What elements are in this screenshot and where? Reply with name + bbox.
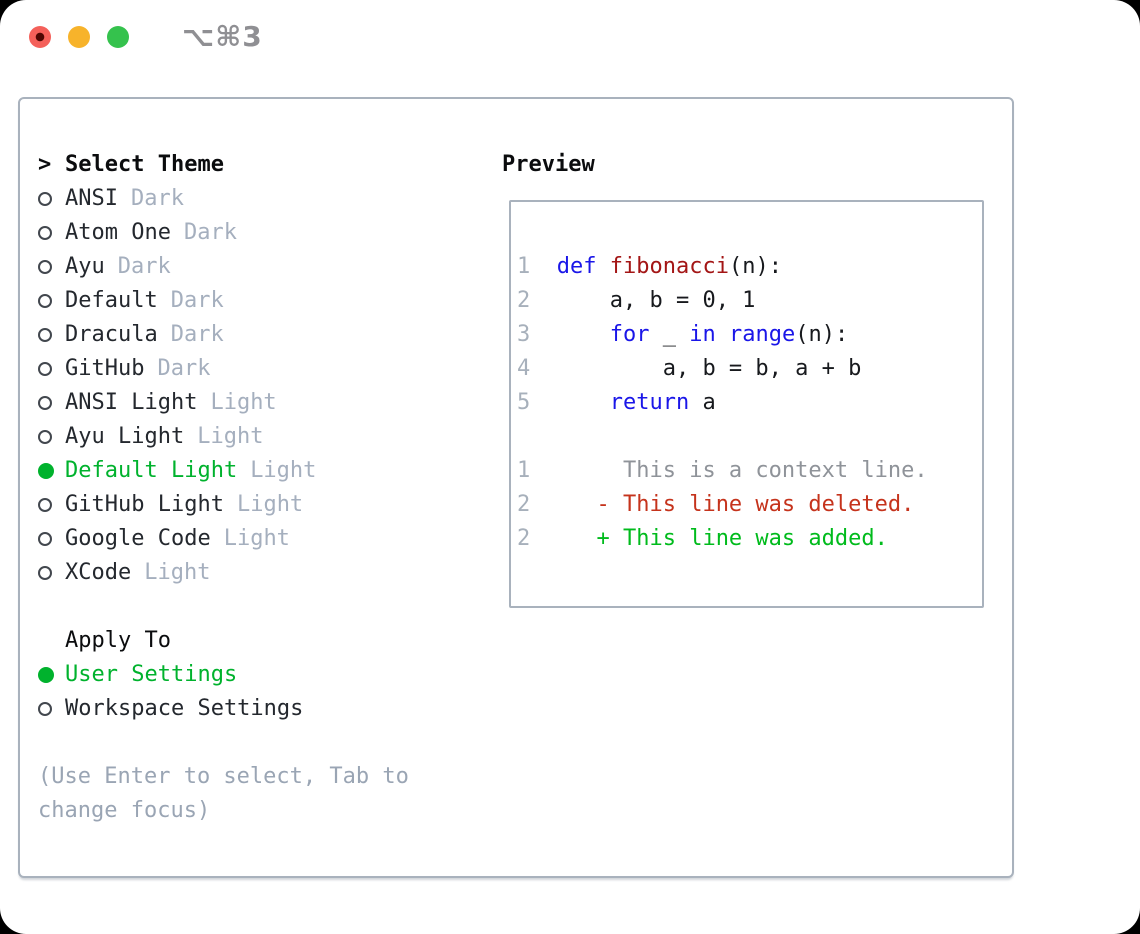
keyboard-hint-text: (Use Enter to select, Tab to change focu… xyxy=(38,764,409,823)
radio-icon xyxy=(38,420,65,454)
theme-variant-tag: Dark xyxy=(170,322,224,347)
focus-caret-icon: > xyxy=(38,152,52,177)
theme-variant-tag: Dark xyxy=(130,186,184,211)
theme-option[interactable]: Atom One Dark xyxy=(38,216,468,250)
theme-option[interactable]: Default Light Light xyxy=(38,454,468,488)
theme-variant-tag: Light xyxy=(223,526,290,551)
radio-icon xyxy=(38,386,65,420)
radio-icon xyxy=(38,556,65,590)
theme-option[interactable]: Dracula Dark xyxy=(38,318,468,352)
preview-column: Preview 1 def fibonacci(n): 2 a, b = 0, 1… xyxy=(502,148,998,828)
preview-code-line: 3 for _ in range(n): xyxy=(517,322,849,347)
radio-icon xyxy=(38,454,65,488)
theme-variant-tag: Light xyxy=(144,560,211,585)
window-titlebar: ⌥⌘3 xyxy=(29,20,263,53)
radio-icon xyxy=(38,182,65,216)
theme-name: Default xyxy=(65,288,158,313)
theme-name: GitHub Light xyxy=(65,492,224,517)
preview-code-line: 1 This is a context line. xyxy=(517,458,928,483)
theme-variant-tag: Light xyxy=(236,492,304,517)
theme-variant-tag: Dark xyxy=(183,220,237,245)
preview-code-line: 2 - This line was deleted. xyxy=(517,492,915,517)
apply-to-list: User Settings Workspace Settings xyxy=(38,658,468,726)
theme-variant-tag: Dark xyxy=(157,356,211,381)
select-theme-title: Select Theme xyxy=(65,152,224,177)
close-window-icon[interactable] xyxy=(29,26,51,48)
theme-variant-tag: Dark xyxy=(170,288,224,313)
theme-option[interactable]: Ayu Light Light xyxy=(38,420,468,454)
theme-variant-tag: Light xyxy=(210,390,277,415)
preview-code-line: 5 return a xyxy=(517,390,716,415)
theme-variant-tag: Light xyxy=(250,458,317,483)
radio-icon xyxy=(38,318,65,352)
apply-to-option-label: User Settings xyxy=(65,662,238,687)
theme-name: Google Code xyxy=(65,526,211,551)
apply-to-title: Apply To xyxy=(65,628,171,653)
apply-to-option[interactable]: User Settings xyxy=(38,658,468,692)
radio-icon xyxy=(38,522,65,556)
theme-option[interactable]: XCode Light xyxy=(38,556,468,590)
radio-icon xyxy=(38,692,65,726)
minimize-window-icon[interactable] xyxy=(68,26,90,48)
theme-variant-tag: Light xyxy=(197,424,264,449)
radio-icon xyxy=(38,250,65,284)
apply-to-header: Apply To xyxy=(38,624,468,658)
theme-name: ANSI xyxy=(65,186,118,211)
preview-code-line xyxy=(517,420,982,454)
radio-icon xyxy=(38,216,65,250)
zoom-window-icon[interactable] xyxy=(107,26,129,48)
keyboard-shortcut-label: ⌥⌘3 xyxy=(182,20,263,53)
theme-name: Dracula xyxy=(65,322,158,347)
preview-code-line: 2 + This line was added. xyxy=(517,526,888,551)
preview-code-line: 2 a, b = 0, 1 xyxy=(517,288,756,313)
theme-name: GitHub xyxy=(65,356,145,381)
select-theme-header: > Select Theme xyxy=(38,148,468,182)
theme-name: Atom One xyxy=(65,220,171,245)
theme-name: Default Light xyxy=(65,458,238,483)
theme-option[interactable]: GitHub Dark xyxy=(38,352,468,386)
theme-variant-tag: Dark xyxy=(117,254,171,279)
theme-name: Ayu Light xyxy=(65,424,185,449)
preview-title: Preview xyxy=(502,152,595,177)
theme-option[interactable]: Default Dark xyxy=(38,284,468,318)
radio-icon xyxy=(38,284,65,318)
theme-option[interactable]: ANSI Dark xyxy=(38,182,468,216)
theme-option[interactable]: Google Code Light xyxy=(38,522,468,556)
radio-icon xyxy=(38,488,65,522)
apply-to-option-label: Workspace Settings xyxy=(65,696,304,721)
preview-code-line: 4 a, b = b, a + b xyxy=(517,356,862,381)
theme-name: XCode xyxy=(65,560,132,585)
apply-to-option[interactable]: Workspace Settings xyxy=(38,692,468,726)
radio-icon xyxy=(38,658,65,692)
theme-name: Ayu xyxy=(65,254,105,279)
preview-code-box: 1 def fibonacci(n): 2 a, b = 0, 1 3 for _ … xyxy=(509,200,984,608)
theme-option[interactable]: ANSI Light Light xyxy=(38,386,468,420)
preview-code-line: 1 def fibonacci(n): xyxy=(517,254,782,279)
theme-name: ANSI Light xyxy=(65,390,198,415)
theme-option[interactable]: Ayu Dark xyxy=(38,250,468,284)
radio-icon xyxy=(38,352,65,386)
theme-option[interactable]: GitHub Light Light xyxy=(38,488,468,522)
